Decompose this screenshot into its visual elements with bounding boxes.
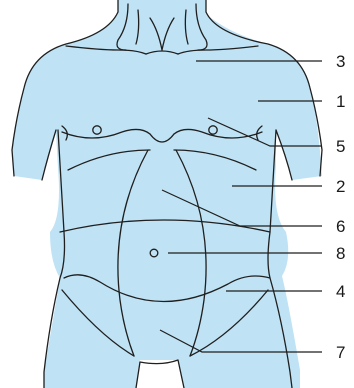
- label-2: 2: [336, 177, 345, 196]
- label-5: 5: [336, 137, 345, 156]
- leg-left-inner: [136, 360, 184, 388]
- label-3: 3: [336, 52, 345, 71]
- label-7: 7: [336, 343, 345, 362]
- label-4: 4: [336, 282, 345, 301]
- label-1: 1: [336, 92, 345, 111]
- label-8: 8: [336, 244, 345, 263]
- torso-silhouette: [12, 0, 322, 388]
- label-6: 6: [336, 217, 345, 236]
